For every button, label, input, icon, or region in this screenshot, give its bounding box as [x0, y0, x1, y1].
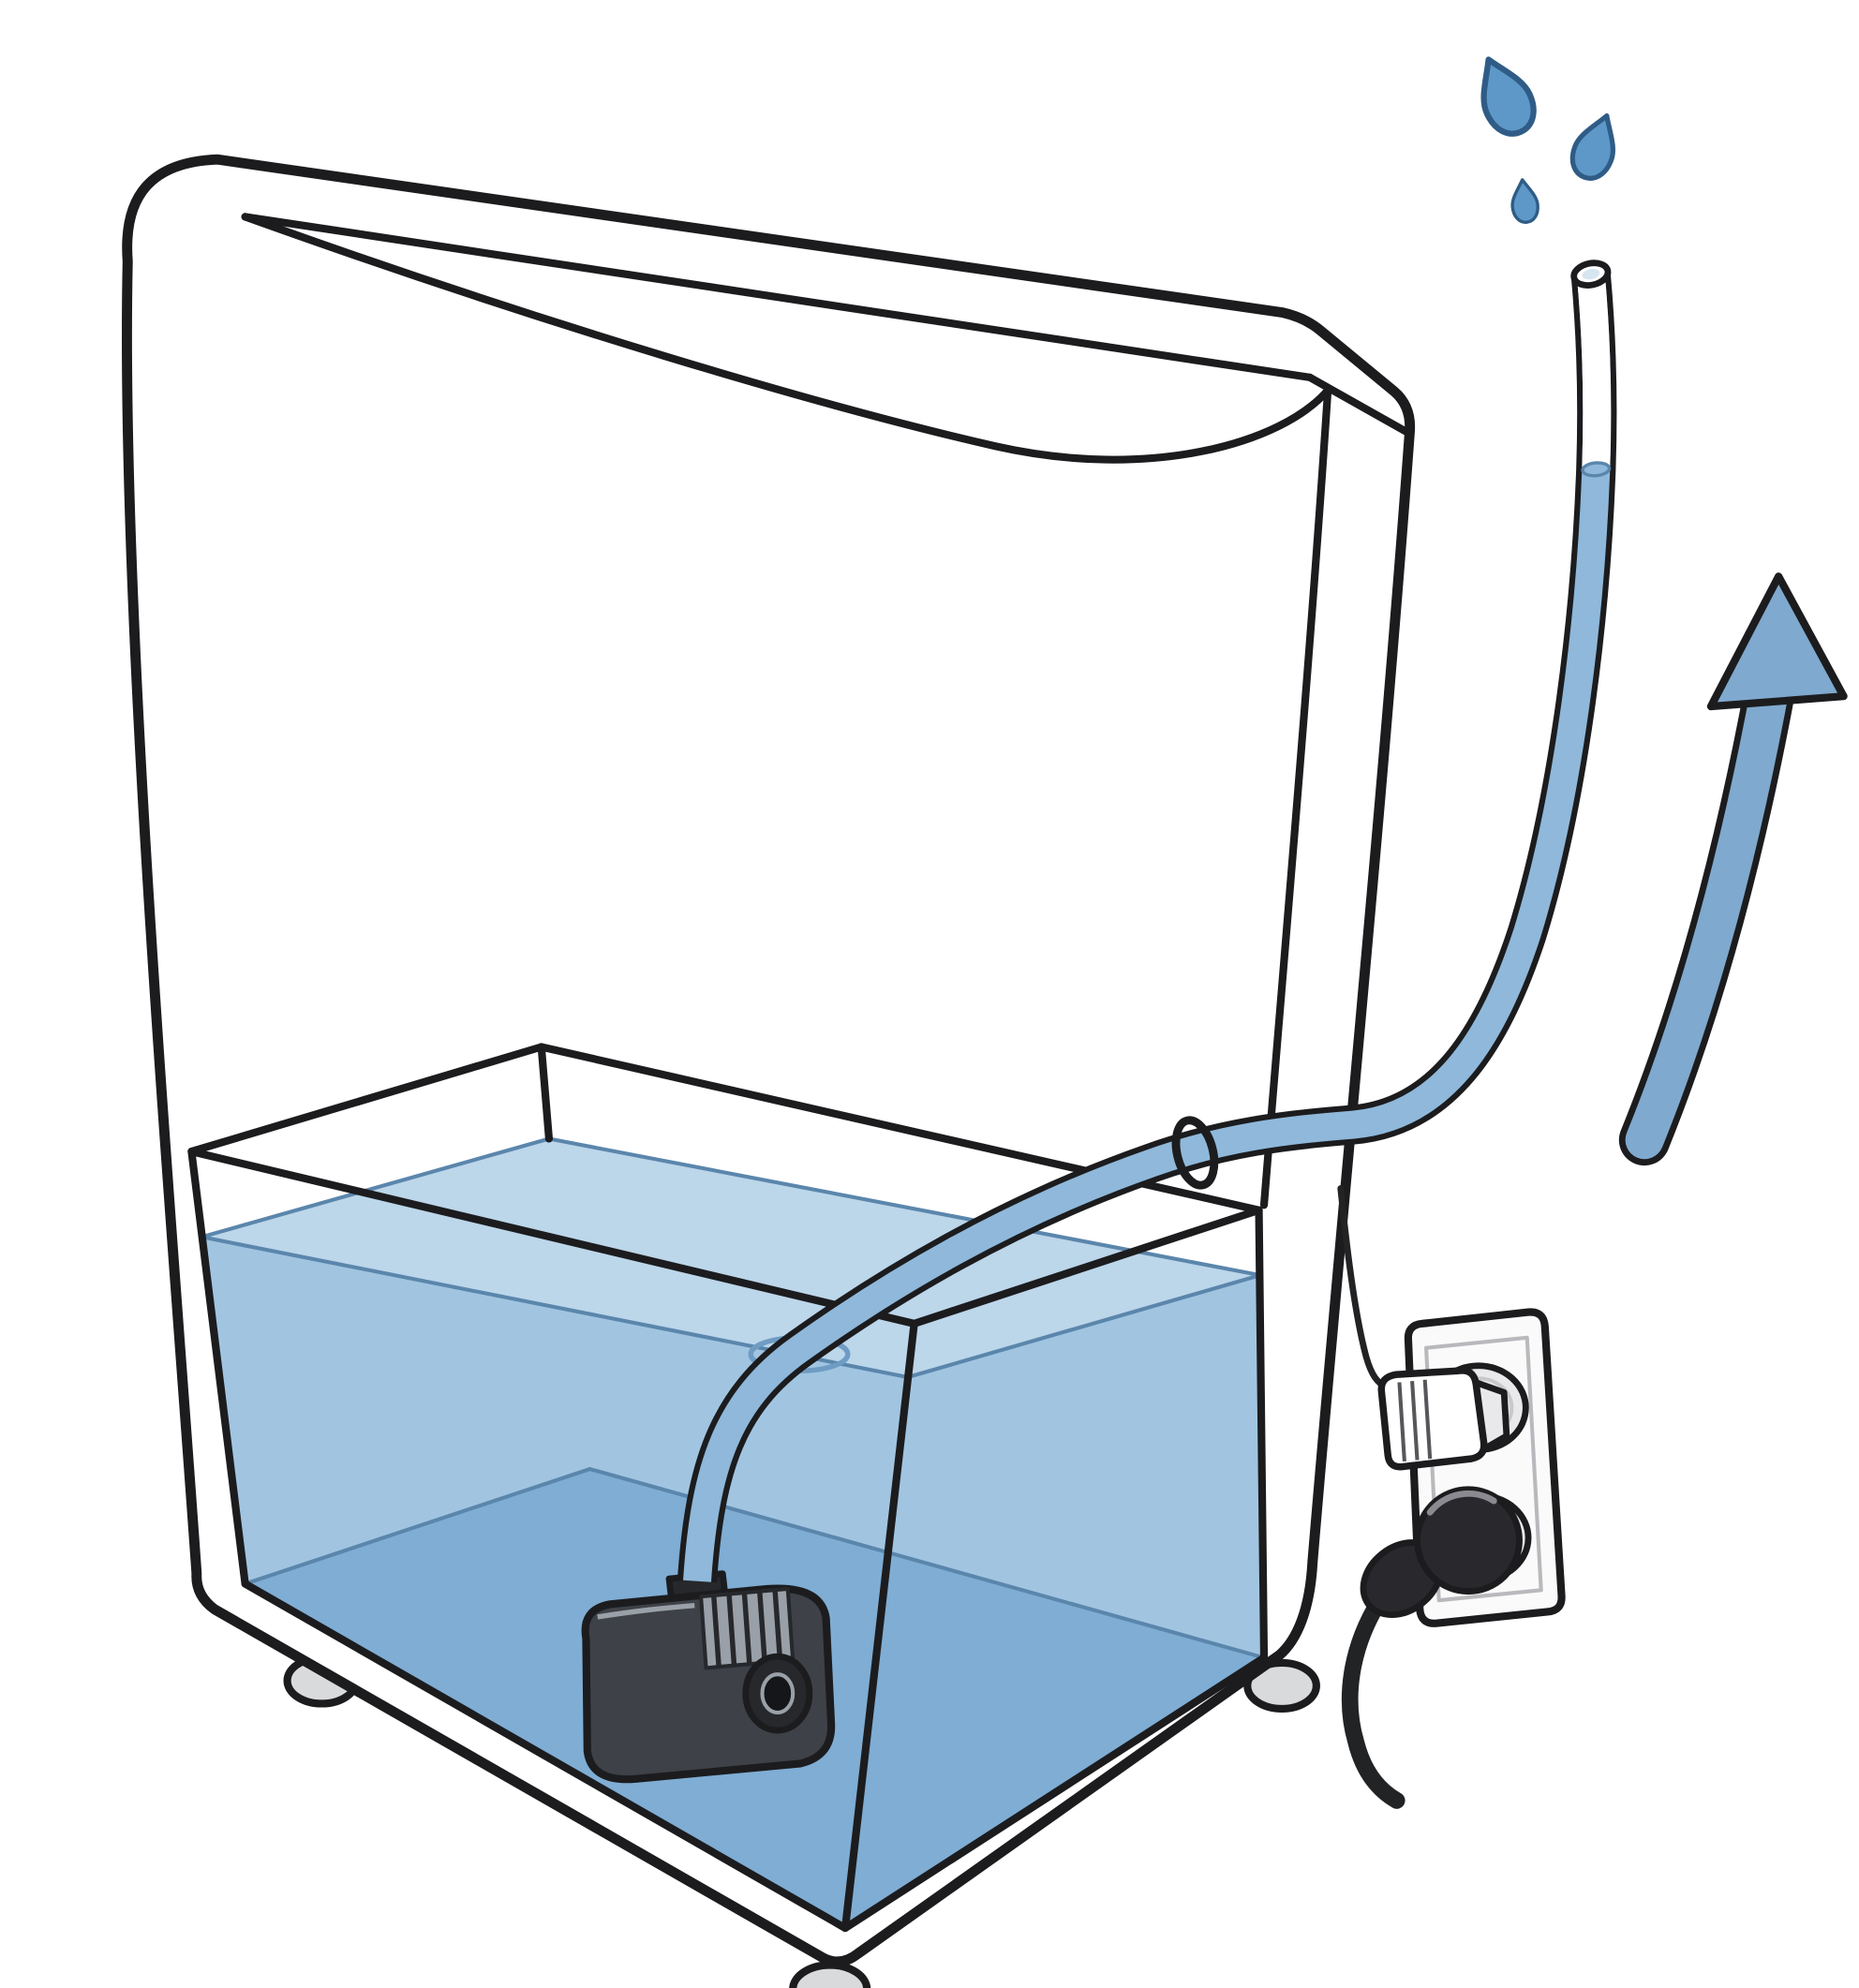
hose-water-meniscus: [1581, 461, 1612, 478]
pump-top-highlight: [597, 1602, 695, 1620]
tank-bottom-edges: [241, 1580, 1269, 1933]
hose-water-fill: [683, 274, 1612, 1582]
tank-right-edge: [1255, 1206, 1269, 1662]
tank-back-edge: [537, 1043, 554, 1143]
appliance-plug: [1337, 1185, 1510, 1471]
arrow-head-icon: [1706, 572, 1848, 711]
cabinet-top-face-line: [241, 213, 1315, 381]
cabinet-right-inner-edge: [1259, 386, 1332, 1209]
droplet-medium-icon: [1569, 112, 1615, 181]
hose-empty-tip-segment: [1576, 274, 1612, 470]
appliance-plug-grip-ribs: [1397, 1379, 1433, 1461]
pump-plug-cable: [1341, 1593, 1405, 1809]
hose-tip-bore: [1582, 268, 1600, 280]
tank-glass-edges: [187, 1043, 1269, 1933]
appliance-plug-cord: [1337, 1185, 1392, 1394]
water-floor-back-edge: [244, 1466, 1265, 1660]
flow-arrow: [1618, 572, 1848, 1166]
droplet-large-icon: [1480, 56, 1537, 137]
tank-left-edge: [187, 1148, 249, 1588]
drain-hose: [677, 260, 1617, 1583]
pump-grill-slats: [710, 1590, 783, 1668]
appliance-plug-body: [1377, 1367, 1488, 1471]
water-droplets: [1480, 56, 1615, 224]
hose-guide-ring: [1171, 1116, 1219, 1190]
pump-plug-highlight: [1426, 1490, 1497, 1516]
droplet-small-icon: [1510, 178, 1539, 224]
arrow-shaft: [1625, 644, 1794, 1160]
tank-front-edge: [840, 1319, 918, 1933]
submersible-pump: [581, 1570, 836, 1784]
pump-plug: [1341, 1486, 1523, 1809]
pump-outlet-bore: [760, 1672, 796, 1715]
caster-wheel-front: [789, 1961, 871, 1988]
pump-plug-head: [1414, 1486, 1523, 1595]
caster-wheel-right: [1243, 1658, 1320, 1713]
cabinet-front-fold-line: [241, 213, 1332, 464]
